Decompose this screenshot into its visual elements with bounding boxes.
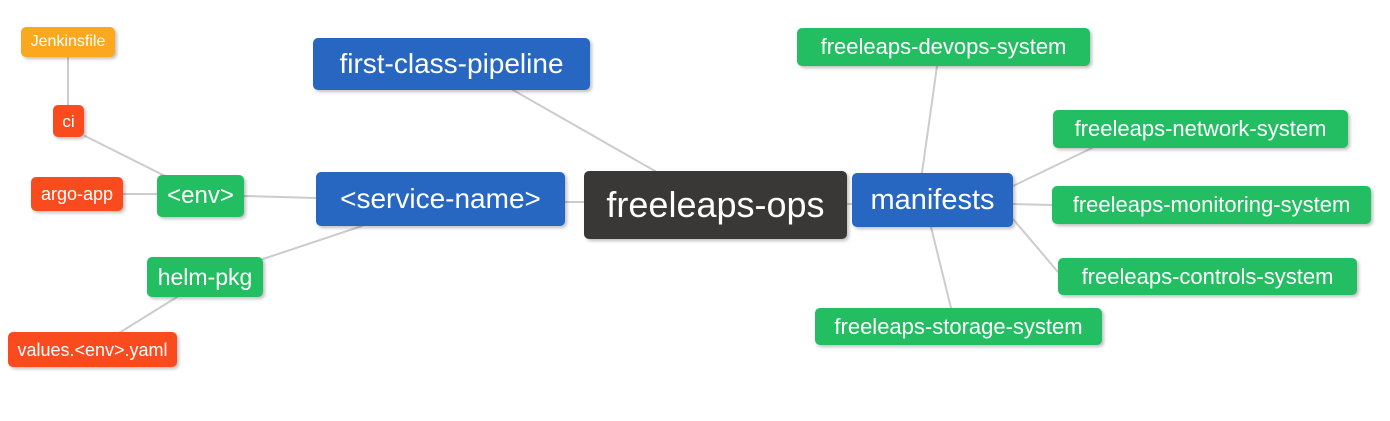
manifests-node[interactable]: manifests <box>852 173 1013 227</box>
first-class-pipeline-node[interactable]: first-class-pipeline <box>313 38 590 90</box>
edge-manifests-freeleaps-network-system <box>1012 147 1093 187</box>
edge-env-service-name <box>243 195 317 199</box>
edge-first-class-pipeline-freeleaps-ops <box>512 89 656 172</box>
freeleaps-controls-system-node[interactable]: freeleaps-controls-system <box>1058 258 1357 295</box>
edge-ci-env <box>84 135 166 177</box>
edge-manifests-freeleaps-storage-system <box>930 226 952 309</box>
jenkinsfile-node[interactable]: Jenkinsfile <box>21 27 115 57</box>
freeleaps-network-system-node[interactable]: freeleaps-network-system <box>1053 110 1348 148</box>
edge-manifests-freeleaps-devops-system <box>921 65 938 174</box>
freeleaps-ops-node[interactable]: freeleaps-ops <box>584 171 847 239</box>
freeleaps-storage-system-node[interactable]: freeleaps-storage-system <box>815 308 1102 345</box>
edge-manifests-freeleaps-monitoring-system <box>1012 203 1053 206</box>
edge-manifests-freeleaps-controls-system <box>1012 218 1059 273</box>
freeleaps-devops-system-node[interactable]: freeleaps-devops-system <box>797 28 1090 66</box>
helm-pkg-node[interactable]: helm-pkg <box>147 257 263 297</box>
edge-helm-pkg-values-env-yaml <box>118 296 178 334</box>
freeleaps-monitoring-system-node[interactable]: freeleaps-monitoring-system <box>1052 186 1371 224</box>
values-env-yaml-node[interactable]: values.<env>.yaml <box>8 332 177 367</box>
ci-node[interactable]: ci <box>53 105 84 137</box>
service-name-node[interactable]: <service-name> <box>316 172 565 226</box>
env-node[interactable]: <env> <box>157 175 244 217</box>
argo-app-node[interactable]: argo-app <box>31 177 123 211</box>
edge-service-name-helm-pkg <box>262 225 363 260</box>
